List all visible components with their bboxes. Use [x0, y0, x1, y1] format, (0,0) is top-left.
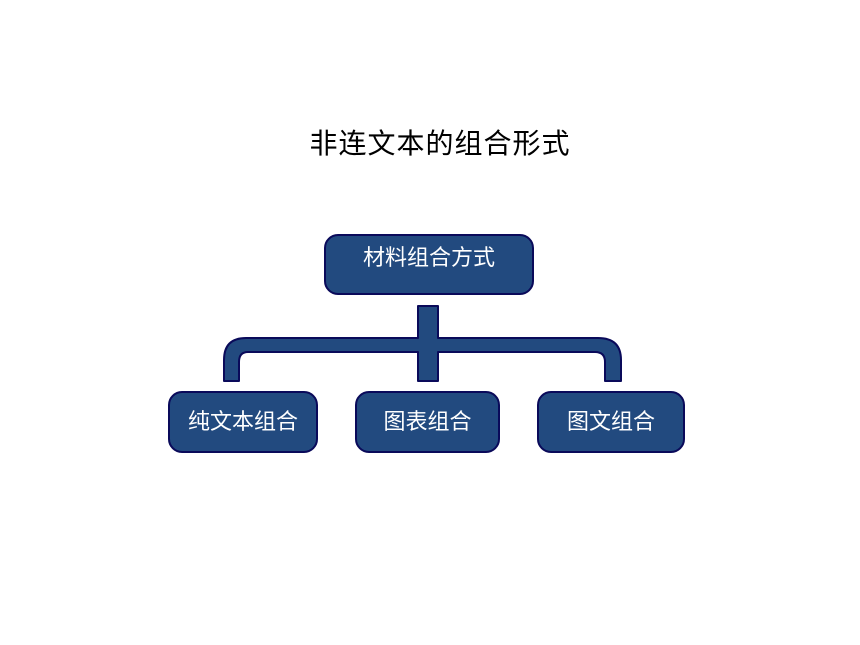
root-node: 材料组合方式: [324, 234, 534, 295]
page-title: 非连文本的组合形式: [309, 127, 571, 160]
child-node-label: 纯文本组合: [187, 410, 298, 435]
root-node-label: 材料组合方式: [362, 246, 495, 271]
bracket-shape: [223, 305, 622, 382]
child-node-plain-text: 纯文本组合: [168, 391, 318, 453]
child-node-image-text: 图文组合: [537, 391, 685, 453]
child-node-chart: 图表组合: [355, 391, 500, 453]
child-node-label: 图表组合: [383, 410, 472, 435]
child-node-label: 图文组合: [566, 410, 655, 435]
